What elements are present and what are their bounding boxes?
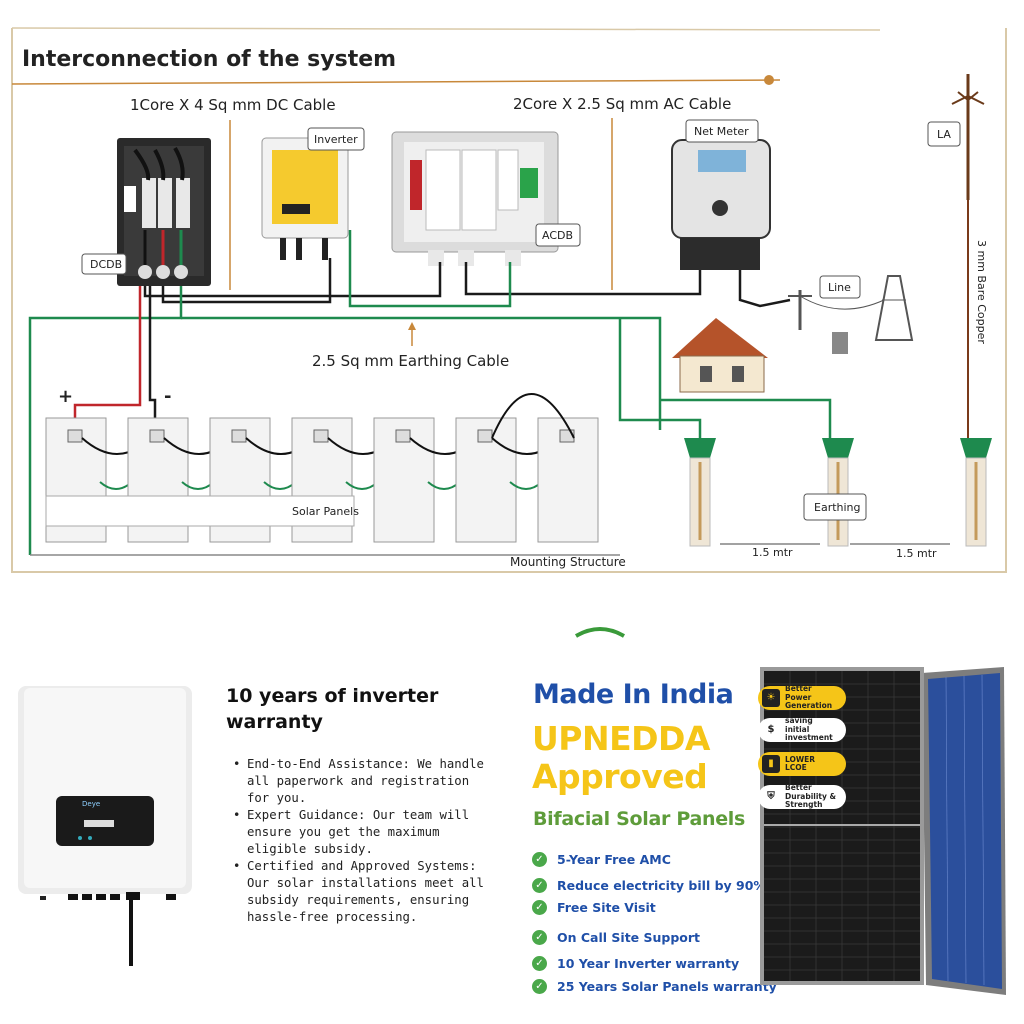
dc-cable-label: 1Core X 4 Sq mm DC Cable (130, 96, 336, 114)
feature-item: ✓ 25 Years Solar Panels warranty (532, 977, 777, 995)
mounting-structure-label: Mounting Structure (510, 555, 626, 569)
made-in-india-heading: Made In India (533, 679, 734, 710)
earthing-cable-label: 2.5 Sq mm Earthing Cable (312, 352, 509, 370)
positive-sign: + (58, 386, 73, 407)
inverter-label: Inverter (314, 133, 358, 146)
bare-copper-label: 3 mm Bare Copper (975, 240, 988, 344)
net-meter (671, 139, 771, 270)
badge-saving: $ saving initial investment (758, 717, 846, 742)
check-icon: ✓ (532, 851, 547, 867)
inverter-product-image: Deye (18, 686, 192, 900)
diagram-title: Interconnection of the system (22, 47, 396, 72)
warranty-title: 10 years of inverter warranty (226, 685, 439, 733)
upnedda-approved-heading: UPNEDDA Approved (532, 719, 710, 796)
warranty-points: End-to-End Assistance: We handle all pap… (231, 756, 487, 926)
bifacial-panels-heading: Bifacial Solar Panels (533, 808, 746, 830)
shield-icon: ⛨ (762, 788, 780, 806)
check-icon: ✓ (532, 899, 547, 915)
warranty-point: Expert Guidance: Our team will ensure yo… (231, 807, 487, 858)
ac-cable-label: 2Core X 2.5 Sq mm AC Cable (513, 95, 731, 113)
divider-arc (574, 627, 626, 638)
bifacial-panels-image (760, 667, 1006, 995)
acdb-box (391, 131, 559, 266)
diagram-canvas: Interconnection of the system 1Core X 4 … (11, 27, 1007, 573)
svg-text:Deye: Deye (82, 800, 100, 808)
house-icon (672, 318, 768, 393)
la-label: LA (937, 128, 951, 141)
check-icon: ✓ (532, 929, 547, 945)
solar-panel (373, 417, 479, 543)
system-interconnection-diagram: Interconnection of the system 1Core X 4 … (11, 27, 1007, 573)
feature-item: ✓ Free Site Visit (532, 898, 656, 916)
earthing-pit (684, 438, 716, 547)
negative-sign: - (164, 386, 171, 407)
acdb-label: ACDB (542, 229, 573, 242)
warranty-point: End-to-End Assistance: We handle all pap… (231, 756, 487, 807)
inverter-cable (129, 900, 133, 966)
dcdb-box (117, 138, 211, 286)
utility-pole-icon (788, 275, 914, 354)
feature-item: ✓ On Call Site Support (532, 928, 700, 946)
net-meter-label: Net Meter (694, 125, 749, 138)
check-icon: ✓ (532, 978, 547, 994)
badge-power: ☀ Better Power Generation (758, 685, 846, 710)
warranty-point: Certified and Approved Systems: Our sola… (231, 858, 487, 926)
feature-item: ✓ 5-Year Free AMC (532, 850, 671, 868)
line-label: Line (828, 281, 851, 294)
badge-lcoe: ▮ LOWER LCOE (758, 752, 846, 776)
solar-panel (537, 417, 599, 543)
coin-icon: $ (762, 721, 780, 739)
badge-durability: ⛨ Better Durability & Strength (758, 784, 846, 809)
dcdb-label: DCDB (90, 258, 122, 271)
inverter-unit (261, 137, 349, 260)
feature-item: ✓ Reduce electricity bill by 90%! (532, 876, 772, 894)
feature-item: ✓ 10 Year Inverter warranty (532, 954, 739, 972)
sun-icon: ☀ (762, 689, 780, 707)
bar-chart-icon: ▮ (762, 755, 780, 773)
distance-label-2: 1.5 mtr (896, 547, 937, 560)
earthing-label: Earthing (814, 501, 861, 514)
distance-label-1: 1.5 mtr (752, 546, 793, 559)
check-icon: ✓ (532, 877, 547, 893)
check-icon: ✓ (532, 955, 547, 971)
solar-panels-label: Solar Panels (292, 505, 359, 518)
earthing-pit (960, 438, 992, 547)
solar-panel-array (45, 393, 599, 543)
